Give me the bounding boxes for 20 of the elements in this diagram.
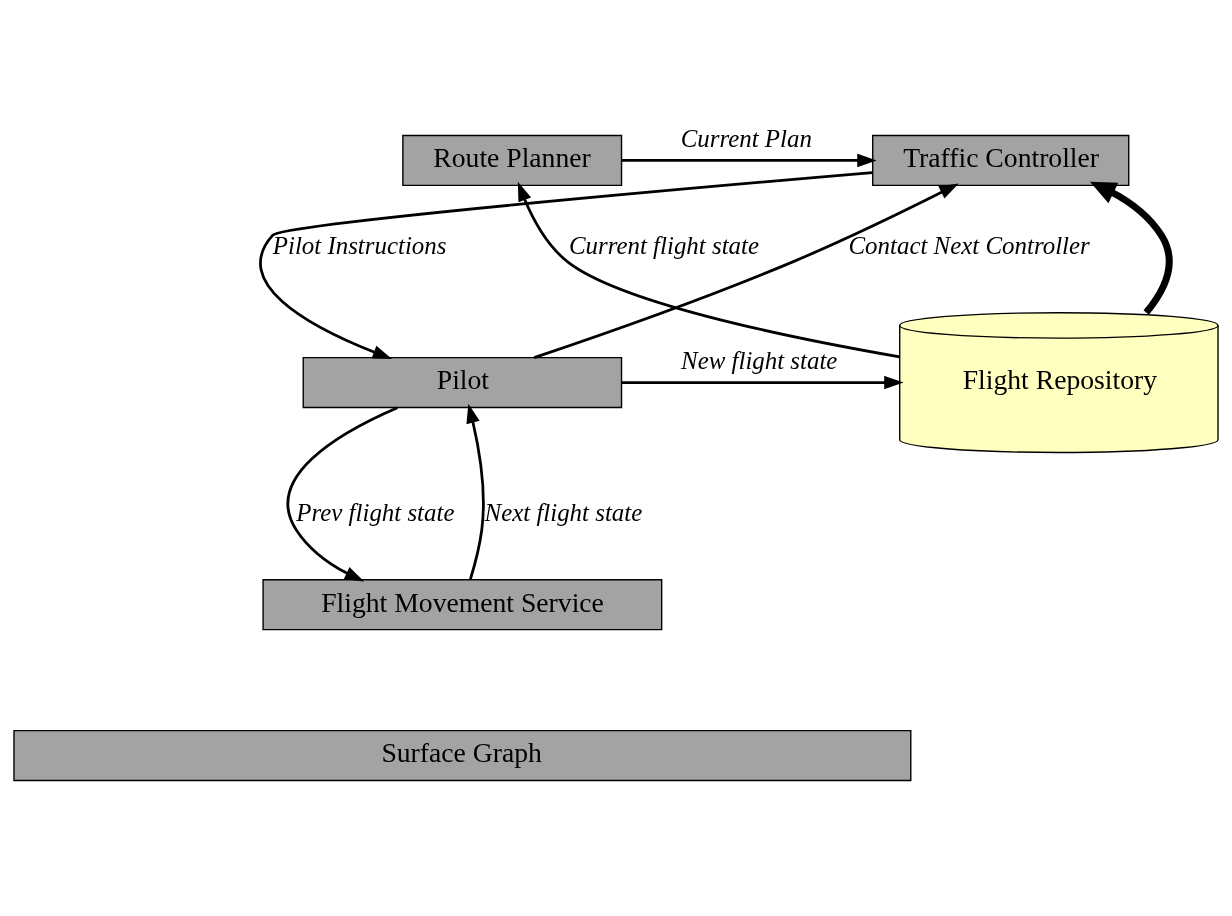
node-box: Pilot [302, 356, 623, 409]
edge-label: Current flight state [568, 231, 759, 259]
edge-label: Prev flight state [296, 498, 455, 526]
node-box: Flight Movement Service [262, 579, 663, 631]
edge-label: Next flight state [484, 498, 643, 526]
arrow [621, 375, 904, 390]
node-box: Traffic Controller [872, 134, 1130, 187]
arrow [259, 171, 873, 359]
node-box: Route Planner [402, 134, 623, 187]
arrow [517, 181, 900, 359]
edge-label: Contact Next Controller [848, 231, 1090, 259]
edge-label: New flight state [681, 347, 838, 375]
node-box: Surface Graph [13, 729, 912, 782]
arrow [621, 153, 877, 168]
edge-label: Current Plan [680, 125, 812, 153]
arrow [533, 183, 959, 359]
arrow [466, 403, 485, 580]
arrow [1089, 181, 1173, 315]
edge-label: Pilot Instructions [272, 231, 447, 259]
arrow [286, 406, 398, 582]
